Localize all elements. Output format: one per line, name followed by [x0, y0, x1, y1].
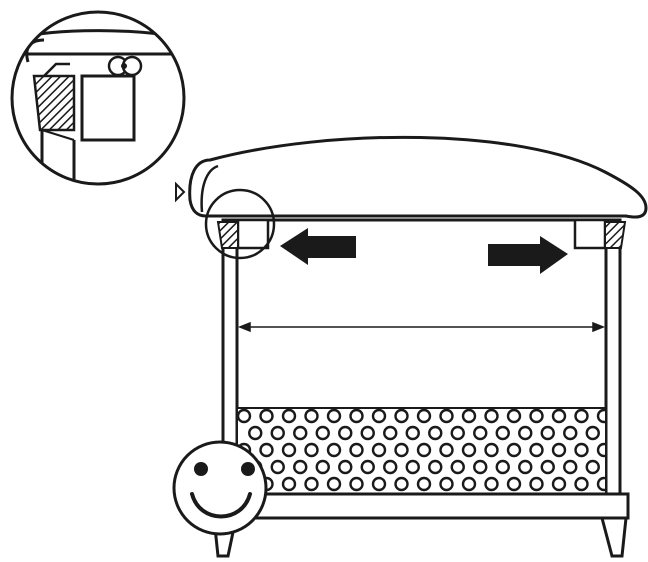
granule [360, 425, 375, 441]
granule [495, 425, 510, 441]
detail-marker-circle [204, 188, 276, 260]
granule [439, 442, 454, 458]
granule [473, 459, 488, 475]
granule [349, 442, 364, 458]
arrow-right-icon [488, 236, 568, 274]
granule [484, 442, 499, 458]
granule [518, 425, 533, 441]
granule [394, 408, 409, 424]
granule [394, 476, 409, 492]
granule [439, 408, 454, 424]
granule [248, 425, 263, 441]
granule [326, 442, 342, 458]
granule [360, 459, 375, 475]
granule [304, 476, 319, 492]
granule [428, 425, 443, 441]
granule-layer [236, 407, 607, 497]
granule [371, 408, 387, 424]
granule [551, 476, 567, 492]
granule [585, 459, 600, 475]
granule [585, 425, 600, 441]
granule [259, 442, 274, 458]
granule [338, 459, 353, 475]
granule [450, 459, 465, 475]
granule [349, 408, 364, 424]
granule [371, 476, 387, 492]
granule [315, 425, 330, 441]
granule [416, 408, 432, 424]
granule [495, 459, 510, 475]
granule [416, 476, 432, 492]
granule [349, 476, 364, 492]
granule [450, 425, 465, 441]
lid-hinge-icon [175, 181, 186, 203]
granule [238, 408, 252, 424]
granule [506, 442, 522, 458]
granule [338, 425, 353, 441]
base-plate [210, 492, 630, 520]
granule [326, 408, 342, 424]
granule [394, 442, 409, 458]
foot-right [600, 516, 628, 558]
granule [461, 408, 477, 424]
granule [293, 459, 308, 475]
granule [304, 408, 319, 424]
granule [529, 476, 544, 492]
granule [484, 408, 499, 424]
granule [540, 425, 555, 441]
granule [439, 476, 454, 492]
granule [326, 476, 342, 492]
granule [383, 459, 398, 475]
granule [473, 425, 488, 441]
granule [416, 442, 432, 458]
granule [405, 459, 420, 475]
granule [270, 425, 285, 441]
granule [506, 476, 522, 492]
granule [383, 425, 398, 441]
base [210, 492, 630, 520]
granule [596, 442, 606, 458]
granule [304, 442, 319, 458]
width-dimension [237, 321, 606, 333]
granule [551, 442, 567, 458]
granule [574, 476, 589, 492]
granule [506, 408, 522, 424]
lid [175, 135, 648, 219]
granule [281, 442, 297, 458]
arrow-left-icon [280, 228, 356, 265]
granule [293, 425, 308, 441]
cabinet-right-wall [604, 218, 622, 500]
granule [574, 442, 589, 458]
granule [551, 408, 567, 424]
granule [281, 408, 297, 424]
granule [540, 459, 555, 475]
granule [270, 459, 285, 475]
cabinet [221, 218, 622, 500]
granule [281, 476, 297, 492]
granule [574, 408, 589, 424]
granule [461, 442, 477, 458]
granule [596, 408, 606, 424]
granule [371, 442, 387, 458]
granule [596, 476, 606, 492]
granule [563, 459, 578, 475]
magnifier-detail-icon [10, 10, 186, 186]
granule [563, 425, 578, 441]
granule [405, 425, 420, 441]
granule [529, 442, 544, 458]
granule [461, 476, 477, 492]
smiley-face-icon [172, 440, 268, 536]
granule [259, 408, 274, 424]
granule [484, 476, 499, 492]
feet [212, 516, 628, 558]
granule [428, 459, 443, 475]
granule [315, 459, 330, 475]
granule [518, 459, 533, 475]
granule [529, 408, 544, 424]
